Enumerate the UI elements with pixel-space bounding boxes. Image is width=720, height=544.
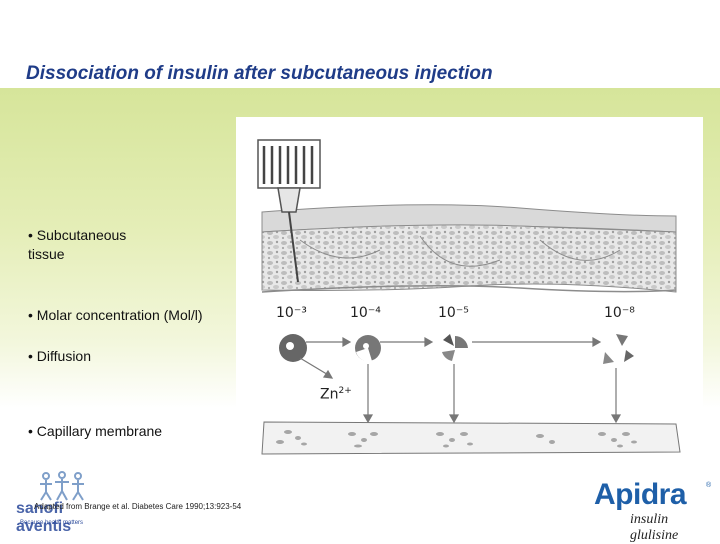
capillary-membrane [262, 422, 680, 454]
zinc-ion-symbol: Zn [320, 387, 338, 403]
sanofi-aventis-tagline: Because health matters [20, 520, 83, 526]
citation: Adapted from Brange et al. Diabetes Care… [34, 502, 241, 511]
insulin-hexamer [279, 334, 307, 362]
apidra-logo: Apidra ® insulin glulisine [590, 478, 716, 536]
apidra-wordmark: Apidra [594, 478, 686, 512]
sanofi-aventis-logo: sanofi aventis Because health matters [14, 470, 114, 530]
zinc-ion-charge: 2+ [338, 386, 351, 396]
insulin-monomers [603, 334, 634, 364]
insulin-dimer-cluster [355, 335, 381, 361]
apidra-registered-mark: ® [706, 482, 711, 489]
zinc-ion-label: Zn2+ [320, 386, 352, 403]
apidra-tagline: insulin glulisine [630, 512, 716, 544]
diffusion-arrows [300, 338, 620, 422]
concentration-label-3: 10⁻⁵ [438, 305, 469, 321]
concentration-label-1: 10⁻³ [276, 305, 307, 321]
skin-layers [262, 205, 676, 292]
people-icon [32, 470, 92, 502]
insulin-partial-cluster [442, 334, 468, 361]
concentration-label-4: 10⁻⁸ [604, 305, 635, 321]
concentration-label-2: 10⁻⁴ [350, 305, 381, 321]
